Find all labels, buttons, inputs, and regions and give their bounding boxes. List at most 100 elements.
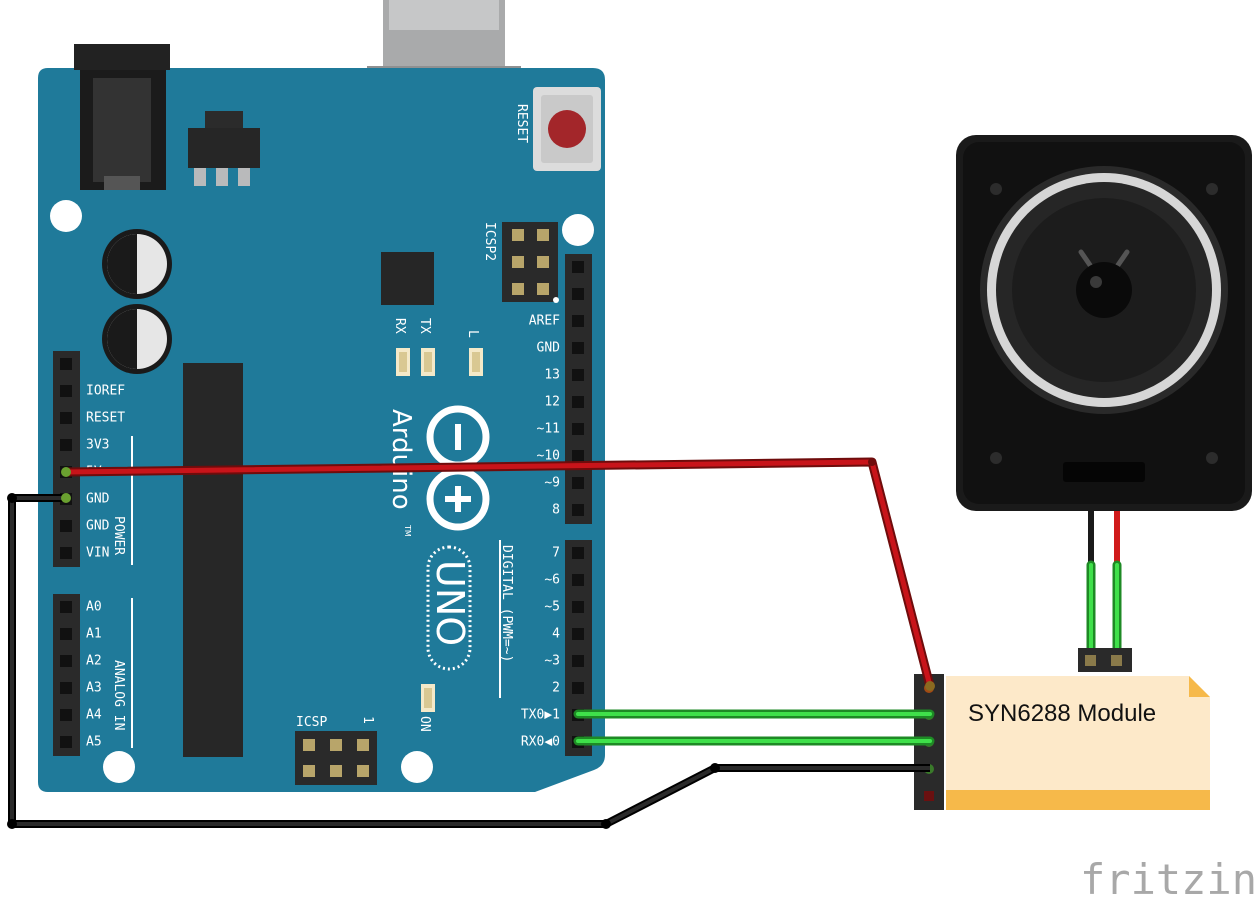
analog-pin-label: A5	[86, 735, 102, 750]
header-pin	[572, 601, 584, 613]
trademark: TM	[403, 524, 412, 537]
reset-label: RESET	[514, 104, 529, 143]
analog-pin-label: A3	[86, 681, 102, 696]
header-pin	[60, 682, 72, 694]
digital-pin-label: ~3	[544, 654, 560, 669]
digital-pin-label: ~11	[537, 422, 560, 437]
arduino-uno-board: RESET ICSP2 RX TX L ON	[38, 44, 605, 792]
digital-pin-label: TX0▶1	[521, 708, 560, 723]
header-pin	[60, 385, 72, 397]
header-pin	[60, 358, 72, 370]
power-pin-label: IOREF	[86, 384, 125, 399]
reset-button[interactable]	[533, 87, 601, 171]
l-label: L	[465, 330, 480, 338]
atmega-chip	[183, 363, 243, 757]
header-pin	[60, 520, 72, 532]
digital-section-label: DIGITAL (PWM=~)	[499, 545, 514, 662]
header-pin	[572, 574, 584, 586]
header-pin	[60, 439, 72, 451]
header-pin	[60, 709, 72, 721]
header-pin	[572, 261, 584, 273]
icsp2-header	[502, 222, 559, 303]
mounting-hole	[562, 214, 594, 246]
header-pin	[572, 682, 584, 694]
analog-pin-label: A0	[86, 600, 102, 615]
header-pin	[572, 504, 584, 516]
digital-pin-label: 13	[544, 368, 560, 383]
header-pin	[572, 369, 584, 381]
header-pin	[572, 423, 584, 435]
digital-pin-label: ~9	[544, 476, 560, 491]
speaker-leads	[1086, 511, 1122, 668]
analog-pin-label: A2	[86, 654, 102, 669]
power-pin-label: GND	[86, 519, 110, 534]
on-label: ON	[417, 716, 432, 732]
fritzing-watermark: fritzing	[1080, 855, 1254, 904]
icsp-header	[295, 731, 377, 785]
icsp-pin1-label: 1	[360, 716, 375, 724]
rx-label: RX	[392, 318, 407, 334]
syn6288-module	[914, 648, 1210, 810]
header-pin	[60, 547, 72, 559]
digital-pin-label: 8	[552, 503, 560, 518]
arduino-brand: Arduino	[386, 409, 416, 510]
header-pin	[572, 477, 584, 489]
header-pin	[572, 396, 584, 408]
wire-gnd	[7, 493, 930, 829]
analog-pin-label: A4	[86, 708, 102, 723]
header-pin	[572, 628, 584, 640]
header-pin	[60, 412, 72, 424]
on-led	[421, 684, 435, 712]
digital-pin-label: AREF	[529, 314, 560, 329]
power-pin-label: GND	[86, 492, 110, 507]
digital-pin-label: RX0◀0	[521, 735, 560, 750]
analog-header	[53, 594, 80, 756]
digital-pin-label: ~5	[544, 600, 560, 615]
digital-pin-label: 12	[544, 395, 560, 410]
mounting-hole	[50, 200, 82, 232]
power-pin-label: RESET	[86, 411, 125, 426]
wire-5v	[61, 457, 935, 691]
power-pin-label: 3V3	[86, 438, 109, 453]
digital-header-low	[565, 540, 592, 756]
mounting-hole	[103, 751, 135, 783]
voltage-regulator	[188, 111, 260, 186]
module-label: SYN6288 Module	[968, 700, 1156, 727]
power-jack	[74, 44, 170, 190]
header-pin	[60, 601, 72, 613]
speaker	[956, 135, 1252, 511]
capacitor	[102, 304, 172, 374]
digital-pin-label: GND	[537, 341, 561, 356]
tx-label: TX	[417, 318, 432, 334]
header-pin	[572, 342, 584, 354]
mounting-hole	[401, 751, 433, 783]
header-pin	[60, 628, 72, 640]
digital-pin-label: ~6	[544, 573, 560, 588]
rx-led	[396, 348, 410, 376]
header-pin	[572, 655, 584, 667]
header-pin	[572, 288, 584, 300]
header-pin	[572, 450, 584, 462]
power-header	[53, 351, 80, 567]
analog-section-label: ANALOG IN	[111, 660, 126, 730]
header-pin	[572, 547, 584, 559]
header-pin	[572, 315, 584, 327]
power-section-label: POWER	[111, 516, 126, 555]
power-pin-label: VIN	[86, 546, 109, 561]
uno-text: UNO	[428, 560, 472, 646]
digital-pin-label: ~10	[537, 449, 560, 464]
analog-pin-label: A1	[86, 627, 102, 642]
digital-pin-label: 2	[552, 681, 560, 696]
header-pin	[60, 655, 72, 667]
capacitor	[102, 229, 172, 299]
digital-pin-label: 4	[552, 627, 560, 642]
digital-pin-label: 7	[552, 546, 560, 561]
uno-logo	[426, 545, 472, 671]
header-pin	[60, 736, 72, 748]
tx-led	[421, 348, 435, 376]
usb-chip	[381, 252, 434, 305]
icsp2-label: ICSP2	[482, 222, 497, 261]
icsp-label: ICSP	[296, 715, 327, 730]
l-led	[469, 348, 483, 376]
